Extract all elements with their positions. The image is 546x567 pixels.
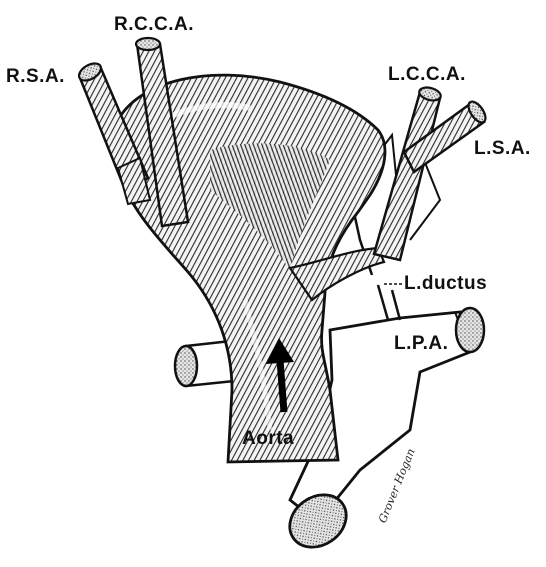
lcca-label: L.C.C.A.	[388, 64, 466, 86]
ductus-label: L.ductus	[404, 273, 487, 295]
rcca-label: R.C.C.A.	[114, 14, 194, 36]
lsa-label: L.S.A.	[474, 138, 531, 160]
aorta-label: Aorta	[242, 428, 294, 450]
rsa-label: R.S.A.	[6, 66, 65, 88]
lpa-label: L.P.A.	[394, 333, 448, 355]
left-common-carotid-artery	[374, 85, 442, 260]
